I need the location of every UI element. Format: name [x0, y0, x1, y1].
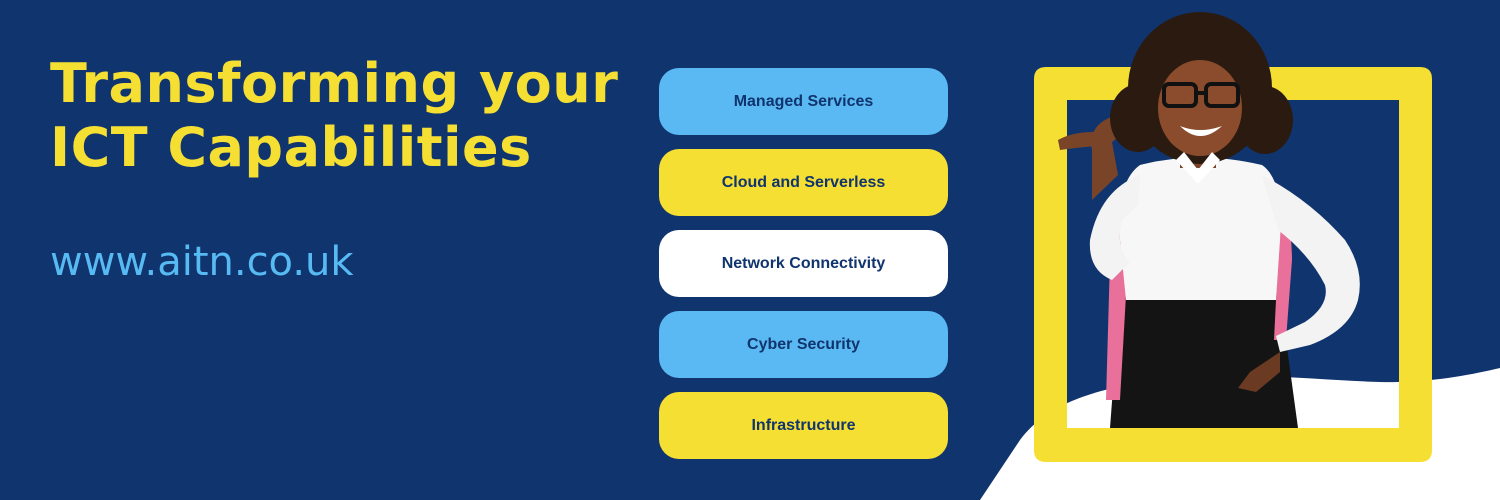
services-list: Managed Services Cloud and Serverless Ne… — [659, 68, 948, 473]
photo-illustration — [980, 12, 1500, 500]
headline-line-1: Transforming your — [50, 52, 619, 115]
service-managed-services[interactable]: Managed Services — [659, 68, 948, 135]
service-infrastructure[interactable]: Infrastructure — [659, 392, 948, 459]
service-cyber-security[interactable]: Cyber Security — [659, 311, 948, 378]
girl-figure — [1058, 12, 1360, 428]
service-network-connectivity[interactable]: Network Connectivity — [659, 230, 948, 297]
headline: Transforming your ICT Capabilities — [50, 52, 619, 180]
service-cloud-and-serverless[interactable]: Cloud and Serverless — [659, 149, 948, 216]
website-link[interactable]: www.aitn.co.uk — [50, 239, 354, 285]
headline-line-2: ICT Capabilities — [50, 116, 532, 179]
